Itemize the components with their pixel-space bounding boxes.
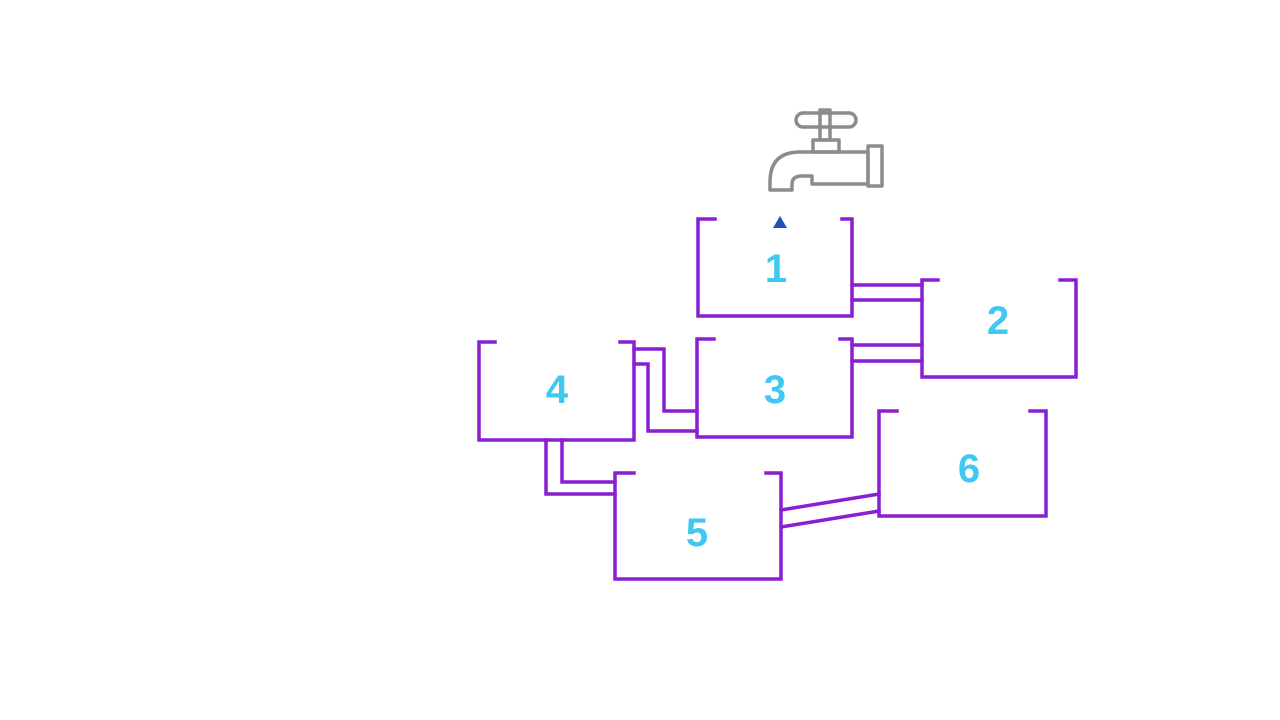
tank-5-label: 5 <box>686 511 708 555</box>
pipe-5-6 <box>778 491 882 530</box>
tank-3-label: 3 <box>764 368 786 412</box>
tank-4-label: 4 <box>546 368 569 412</box>
tank-2 <box>920 278 1078 379</box>
pipe-3-4 <box>632 347 699 433</box>
pipe-2-3 <box>850 343 924 363</box>
tank-4 <box>477 340 636 442</box>
water-faucet-icon <box>768 108 884 192</box>
tank-6-label: 6 <box>958 447 980 491</box>
tank-6 <box>877 409 1048 518</box>
tank-3 <box>695 337 854 439</box>
tank-1-label: 1 <box>765 247 787 291</box>
tank-1 <box>696 217 854 318</box>
tank-5 <box>613 471 783 581</box>
pipe-1-2 <box>850 283 924 302</box>
tank-2-label: 2 <box>987 299 1009 343</box>
pipe-4-5 <box>544 438 617 496</box>
triangle-up-icon <box>773 216 787 228</box>
